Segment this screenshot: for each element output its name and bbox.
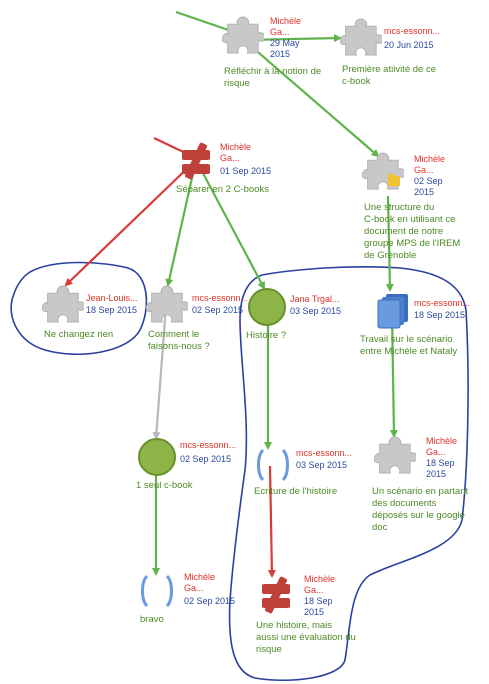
node-label: Une histoire, mais aussi une évaluation …	[256, 620, 356, 655]
edge-ecriture-to-unehistoire	[267, 465, 276, 578]
node-label: Ecriture de l'histoire	[254, 486, 338, 497]
node-author: mcs-essonn...	[180, 440, 237, 450]
node-date: 02 Sep 2015	[192, 305, 244, 315]
node-label: Ne changez rien	[44, 329, 114, 340]
edge-separer-to-nechangez	[64, 159, 197, 287]
node-label: Un scénario en partant des documents dép…	[372, 486, 469, 533]
node-date: 03 Sep 2015	[290, 306, 342, 316]
node-label: Première atiivité de ce c-book	[342, 64, 436, 87]
edge-structure-to-travail	[385, 195, 394, 292]
node-author: mcs-essonn...	[414, 298, 471, 308]
circle-icon	[248, 288, 286, 326]
node-date: 02 Sep 2015	[414, 176, 443, 197]
document-icon	[377, 293, 409, 329]
puzzle-icon	[222, 16, 264, 54]
node-date: 02 Sep 2015	[184, 596, 236, 606]
puzzle-icon	[146, 285, 188, 323]
edge-separer-to-comment	[165, 159, 198, 287]
brackets-icon	[257, 448, 289, 482]
node-author: Jean-Louis...	[86, 293, 138, 303]
node-date: 18 Sep 2015	[304, 596, 333, 617]
node-date: 01 Sep 2015	[220, 166, 272, 176]
node-label: Séparer en 2 C-books	[176, 184, 269, 195]
node-author: Michèle Ga...	[270, 16, 302, 37]
node-label: Comment le faisons-nous ?	[148, 329, 210, 352]
node-author: Jana Trgal...	[290, 294, 340, 304]
node-author: mcs-essonn...	[296, 448, 353, 458]
group-outline-left	[10, 261, 148, 356]
node-author: Michèle Ga...	[426, 436, 458, 457]
node-date: 18 Sep 2015	[414, 310, 466, 320]
circle-icon	[138, 438, 176, 476]
puzzle-icon	[340, 18, 382, 56]
stop-icon	[182, 142, 210, 180]
node-date: 02 Sep 2015	[180, 454, 232, 464]
edge-separer-to-histoire	[195, 159, 265, 290]
node-date: 03 Sep 2015	[296, 460, 348, 470]
node-label: Une structure du C-book en utilisant ce …	[364, 202, 461, 261]
puzzle-icon	[374, 436, 416, 474]
node-author: Michèle Ga...	[414, 154, 446, 175]
node-label: Travail sur le scénario entre Michèle et…	[360, 334, 458, 357]
puzzle-folder-icon	[362, 152, 404, 190]
node-date: 20 Jun 2015	[384, 40, 434, 50]
edge-travail-to-scenario	[389, 311, 398, 438]
brackets-icon	[141, 574, 173, 608]
node-label: bravo	[140, 614, 164, 625]
edge-reflechir-to-structure	[243, 39, 380, 158]
node-date: 29 May 2015	[270, 38, 300, 59]
node-author: mcs-essonn...	[384, 26, 441, 36]
node-date: 18 Sep 2015	[426, 458, 455, 479]
edge-comment-to-seul	[152, 305, 168, 440]
node-date: 18 Sep 2015	[86, 305, 138, 315]
node-label: 1 seul c-book	[136, 480, 193, 491]
group-outline-right	[228, 266, 469, 682]
node-author: mcs-essonn...	[192, 293, 249, 303]
node-label: Réfléchir à la notion de risque	[224, 66, 322, 89]
puzzle-icon	[42, 285, 84, 323]
node-author: Michèle Ga...	[304, 574, 336, 595]
stop-icon	[262, 576, 290, 614]
node-author: Michèle Ga...	[184, 572, 216, 593]
node-author: Michèle Ga...	[220, 142, 252, 163]
node-label: Histoire ?	[246, 330, 287, 341]
